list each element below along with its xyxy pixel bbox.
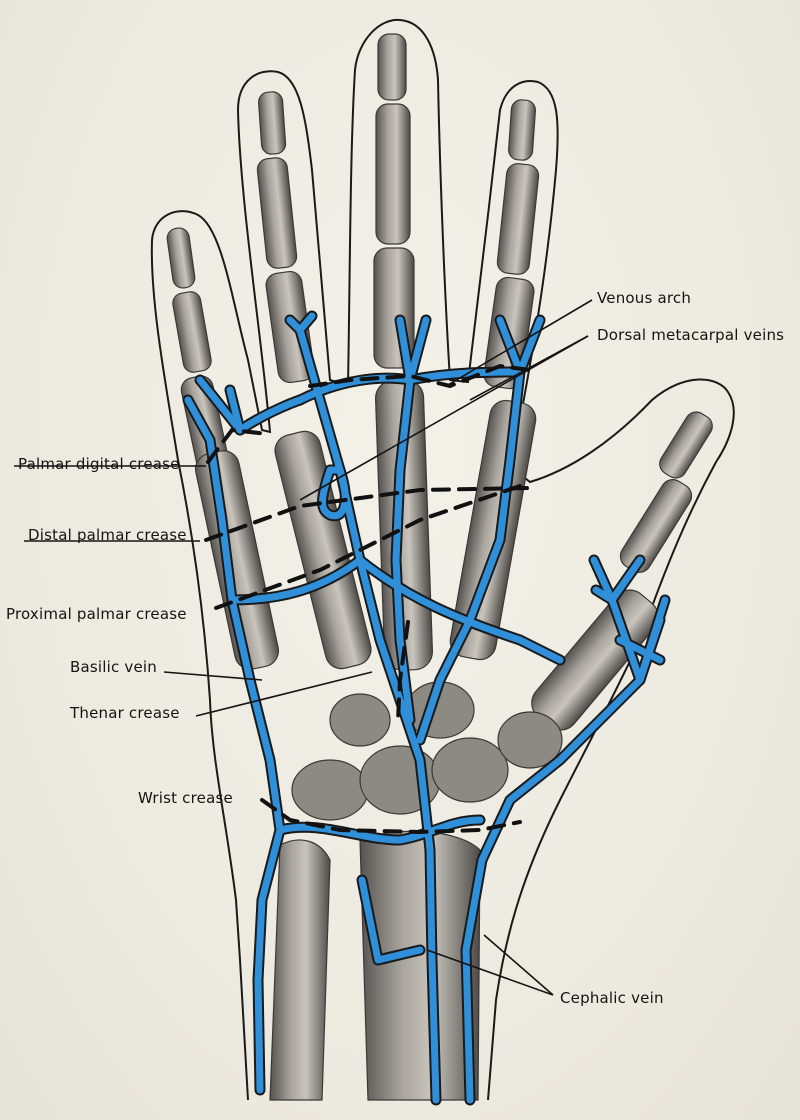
- label-palmar-digital-crease: Palmar digital crease: [18, 455, 180, 473]
- thenar-crease-line: [396, 620, 410, 722]
- label-proximal-palmar-crease: Proximal palmar crease: [6, 605, 187, 623]
- proximal-palmar-crease-line: [214, 484, 522, 610]
- label-wrist-crease: Wrist crease: [138, 789, 233, 807]
- label-distal-palmar-crease: Distal palmar crease: [28, 526, 187, 544]
- hand-outline: [150, 18, 735, 1101]
- label-dorsal-metacarpal-veins: Dorsal metacarpal veins: [597, 326, 785, 344]
- wrist-crease-line: [260, 798, 522, 835]
- venous-arch-dashes: [308, 363, 532, 389]
- label-thenar-crease: Thenar crease: [70, 704, 180, 722]
- label-venous-arch: Venous arch: [597, 289, 692, 307]
- palmar-digital-crease-line: [206, 427, 270, 464]
- distal-palmar-crease-line: [204, 486, 532, 542]
- leader-lines: [14, 299, 593, 996]
- forearm-bones: [269, 830, 481, 1101]
- label-basilic-vein: Basilic vein: [70, 658, 157, 676]
- label-cephalic-vein: Cephalic vein: [560, 989, 664, 1007]
- crease-lines: [204, 363, 532, 835]
- veins: [182, 310, 671, 1106]
